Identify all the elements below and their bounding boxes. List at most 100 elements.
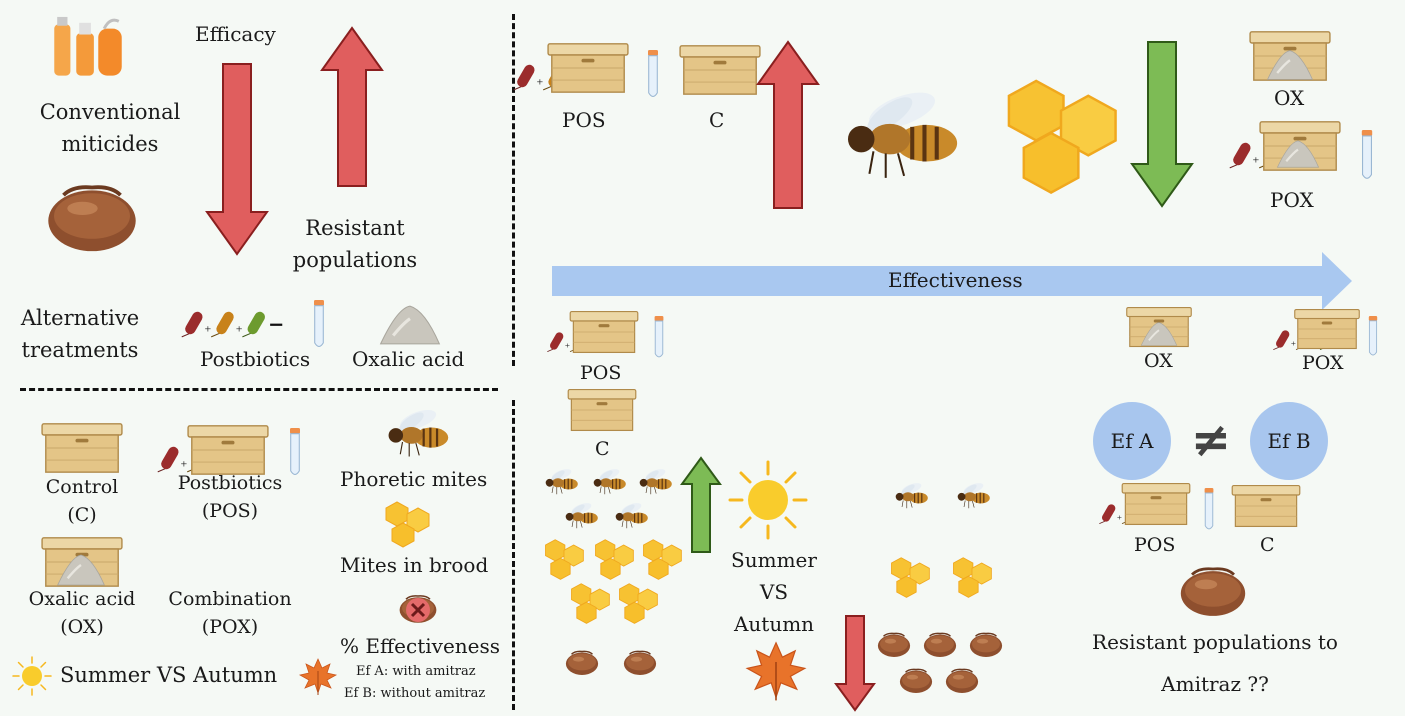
varroa-mite-icon bbox=[1178, 562, 1248, 618]
sun-icon bbox=[728, 460, 808, 540]
control-label: Control bbox=[45, 476, 119, 498]
sun-icon bbox=[12, 656, 52, 696]
divider-vertical-bottom bbox=[512, 400, 515, 710]
summer-up-arrow bbox=[680, 456, 722, 553]
test-tube-icon bbox=[1202, 488, 1216, 532]
mite-icon bbox=[898, 666, 934, 694]
ox-label: OX bbox=[1274, 86, 1305, 110]
honeycomb-icon bbox=[640, 538, 684, 582]
oxalic-acid-label: Oxalic acid bbox=[28, 588, 136, 610]
oxalic-acid-pile-icon bbox=[1266, 48, 1314, 82]
test-tube-icon bbox=[652, 316, 666, 360]
spray-bottles-icon bbox=[38, 14, 138, 80]
bee-icon bbox=[890, 480, 932, 510]
bee-icon bbox=[540, 466, 582, 496]
pos-hive-icon bbox=[1118, 482, 1194, 526]
mite-icon bbox=[944, 666, 980, 694]
control-abbr-label: (C) bbox=[67, 504, 97, 526]
test-tube-icon bbox=[310, 300, 328, 350]
not-equal-sign: ≠ bbox=[1190, 412, 1232, 468]
bee-icon bbox=[828, 82, 972, 184]
bee-icon bbox=[952, 480, 994, 510]
oxalic-acid-label: Oxalic acid bbox=[352, 347, 465, 371]
mite-icon bbox=[922, 630, 958, 658]
control-hive-icon bbox=[1228, 484, 1304, 528]
test-tube-icon bbox=[1366, 316, 1380, 358]
resistant-amitraz-label-line1: Resistant populations to bbox=[1092, 630, 1338, 654]
mite-icon bbox=[968, 630, 1004, 658]
summer-vs-autumn-label: Summer VS Autumn bbox=[731, 548, 817, 636]
c-label: C bbox=[709, 108, 725, 132]
varroa-mite-icon bbox=[44, 178, 140, 254]
summer-vs-autumn-label: Summer VS Autumn bbox=[60, 663, 278, 687]
resistant-populations-label: Resistant populations bbox=[292, 216, 418, 272]
ox-effectiveness-label: OX bbox=[1144, 350, 1173, 372]
honeycomb-icon bbox=[950, 556, 994, 600]
autumn-leaf-icon bbox=[744, 638, 808, 702]
bee-icon bbox=[560, 500, 602, 530]
resistance-up-arrow bbox=[320, 26, 384, 187]
pos-label: POS bbox=[1134, 534, 1176, 556]
test-tube-icon bbox=[1358, 130, 1376, 182]
alternative-treatments-label: Alternative treatments bbox=[20, 306, 140, 362]
honeycomb-icon bbox=[592, 538, 636, 582]
increase-up-arrow bbox=[756, 40, 820, 209]
decrease-down-arrow bbox=[1130, 41, 1194, 208]
control-hive-icon bbox=[672, 44, 768, 96]
effectiveness-arrow-label: Effectiveness bbox=[888, 268, 1023, 292]
pox-hive-icon bbox=[1290, 308, 1364, 350]
oxalic-acid-pile-icon bbox=[1276, 138, 1320, 170]
oxalic-acid-pile-icon bbox=[1140, 320, 1178, 348]
phoretic-mites-label: Phoretic mites bbox=[340, 467, 488, 491]
bee-icon bbox=[610, 500, 652, 530]
test-tube-icon bbox=[286, 428, 304, 478]
mite-icon bbox=[876, 630, 912, 658]
test-tube-icon bbox=[644, 50, 662, 100]
ef-a-circle bbox=[1093, 402, 1171, 480]
c-label: C bbox=[1260, 534, 1275, 556]
cross-icon bbox=[406, 598, 430, 622]
control-hive-icon bbox=[34, 422, 130, 474]
honeycomb-icon bbox=[568, 582, 612, 626]
autumn-leaf-icon bbox=[298, 656, 338, 696]
postbiotics-bacteria-icon bbox=[180, 305, 310, 341]
oxalic-acid-pile-icon bbox=[378, 304, 442, 346]
ef-b-circle bbox=[1250, 402, 1328, 480]
combination-abbr-label: (POX) bbox=[201, 616, 259, 638]
honeycomb-icon bbox=[382, 500, 432, 550]
resistant-amitraz-label-line2: Amitraz ?? bbox=[1161, 672, 1269, 696]
conventional-miticides-label: Conventional miticides bbox=[39, 100, 181, 156]
honeycomb-icon bbox=[996, 76, 1126, 200]
bee-icon bbox=[588, 466, 630, 496]
c-label: C bbox=[595, 438, 610, 460]
honeycomb-icon bbox=[542, 538, 586, 582]
oxalic-acid-abbr-label: (OX) bbox=[60, 616, 104, 638]
effectiveness-label: % Effectiveness bbox=[340, 634, 501, 658]
ef-b-label: Ef B: without amitraz bbox=[344, 686, 486, 701]
bee-icon bbox=[634, 466, 676, 496]
divider-vertical-top bbox=[512, 14, 515, 366]
pos-hive-icon bbox=[540, 42, 636, 94]
efficacy-down-arrow bbox=[205, 63, 269, 256]
bee-icon bbox=[378, 404, 456, 460]
mite-icon bbox=[564, 648, 600, 676]
pox-effectiveness-label: POX bbox=[1302, 352, 1344, 374]
ef-a-label: Ef A bbox=[1110, 429, 1154, 453]
autumn-down-arrow bbox=[834, 615, 876, 712]
honeycomb-icon bbox=[888, 556, 932, 600]
pos-label: POS bbox=[562, 108, 606, 132]
pox-label: POX bbox=[1270, 188, 1314, 212]
ef-b-label: Ef B bbox=[1267, 429, 1311, 453]
effectiveness-arrow bbox=[552, 252, 1352, 310]
postbiotics-hive-icon bbox=[180, 424, 276, 476]
pos-label: POS bbox=[580, 362, 622, 384]
efficacy-label: Efficacy bbox=[195, 22, 276, 46]
postbiotics-label: Postbiotics bbox=[177, 472, 283, 494]
control-hive-icon bbox=[564, 388, 640, 432]
pos-hive-icon bbox=[566, 310, 642, 354]
oxalic-acid-pile-icon bbox=[56, 552, 106, 588]
mite-icon bbox=[622, 648, 658, 676]
mites-in-brood-label: Mites in brood bbox=[340, 553, 489, 577]
honeycomb-icon bbox=[616, 582, 660, 626]
postbiotics-abbr-label: (POS) bbox=[201, 500, 259, 522]
